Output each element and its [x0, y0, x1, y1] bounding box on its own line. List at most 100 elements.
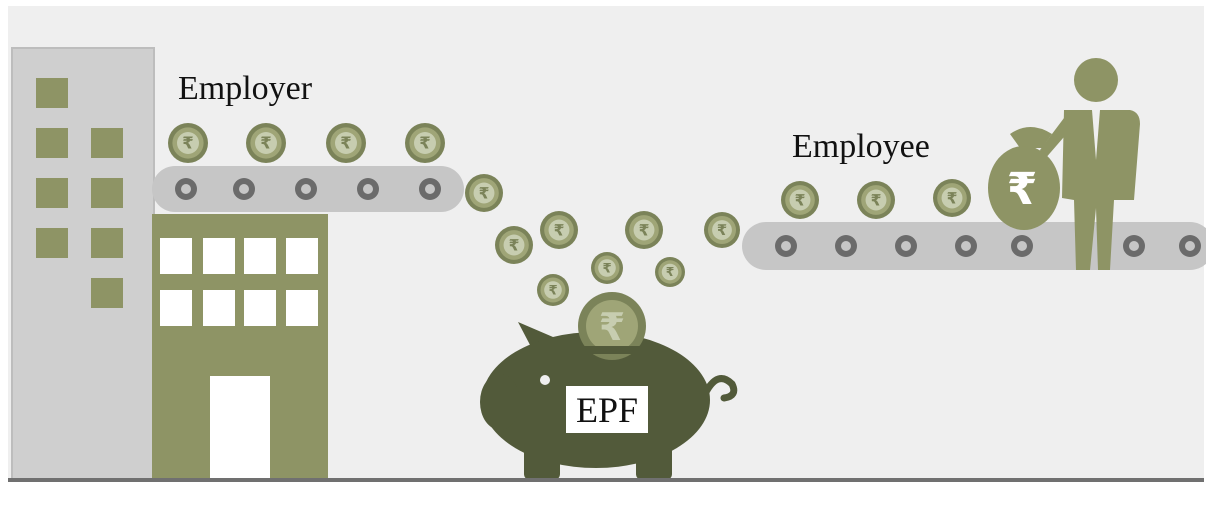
front-window — [203, 290, 235, 326]
front-window — [160, 290, 192, 326]
coin-symbol: ₹ — [182, 134, 193, 153]
coin-face — [586, 300, 638, 352]
coin-symbol: ₹ — [419, 134, 430, 153]
pig-tail — [702, 375, 738, 402]
coin-symbol: ₹ — [947, 189, 958, 207]
belt-roller-hub — [1017, 241, 1027, 251]
rupee-coin-icon: ₹ — [655, 257, 685, 287]
front-window — [244, 290, 276, 326]
coin-symbol: ₹ — [871, 191, 882, 209]
person-shirt — [1092, 110, 1100, 160]
coin-symbol: ₹ — [599, 305, 625, 349]
belt-roller-hub — [239, 184, 249, 194]
coin-inner — [941, 187, 963, 209]
coin-symbol: ₹ — [602, 261, 611, 276]
front-building — [152, 214, 328, 480]
coin-inner — [414, 132, 436, 154]
front-window — [244, 238, 276, 274]
rupee-coin-icon: ₹ — [326, 123, 366, 163]
belt-roller-hub — [901, 241, 911, 251]
pig-coin-slot — [576, 346, 648, 354]
rupee-coin-icon: ₹ — [495, 226, 533, 264]
coin-inner — [865, 189, 887, 211]
pig-leg-front — [524, 440, 560, 480]
coin-inner — [712, 220, 732, 240]
tower-body — [12, 48, 154, 480]
belt-roller-hub — [961, 241, 971, 251]
tower-window — [36, 128, 68, 158]
belt-roller-hub — [425, 184, 435, 194]
coin-symbol: ₹ — [509, 236, 520, 254]
coin-symbol: ₹ — [260, 134, 271, 153]
bag-body — [988, 146, 1060, 230]
employer-conveyor-belt — [152, 166, 464, 212]
coin-inner — [503, 234, 525, 256]
belt-roller-hub — [363, 184, 373, 194]
tower-window — [36, 228, 68, 258]
coin-symbol: ₹ — [548, 283, 557, 298]
floor-line — [8, 478, 1204, 482]
coin-symbol: ₹ — [479, 184, 490, 202]
rupee-coin-icon: ₹ — [246, 123, 286, 163]
coin-inner — [661, 263, 679, 281]
person-arm — [1040, 118, 1070, 160]
coin-symbol: ₹ — [554, 221, 565, 239]
pig-leg-back — [636, 440, 672, 480]
coin-symbol: ₹ — [795, 191, 806, 209]
rupee-coin-icon: ₹ — [704, 212, 740, 248]
rupee-coin-icon: ₹ — [625, 211, 663, 249]
coin-symbol: ₹ — [666, 265, 675, 279]
front-door — [210, 376, 270, 480]
rupee-coin-icon: ₹ — [578, 292, 646, 360]
tower-window — [91, 228, 123, 258]
employee-person-icon — [1040, 58, 1140, 270]
rupee-coin-icon: ₹ — [540, 211, 578, 249]
bag-symbol: ₹ — [1007, 164, 1038, 215]
rupee-coin-icon: ₹ — [168, 123, 208, 163]
rupee-coin-icon: ₹ — [405, 123, 445, 163]
pig-snout — [480, 374, 520, 430]
tower-window — [36, 178, 68, 208]
rupee-money-bag-icon: ₹ — [988, 127, 1060, 230]
belt-roller-hub — [781, 241, 791, 251]
rupee-coin-icon: ₹ — [933, 179, 971, 217]
rupee-coin-icon: ₹ — [591, 252, 623, 284]
pig-eye — [540, 375, 550, 385]
front-window — [160, 238, 192, 274]
tower-window — [91, 128, 123, 158]
belt-roller-hub — [301, 184, 311, 194]
coin-inner — [789, 189, 811, 211]
person-body — [1062, 110, 1140, 270]
coin-inner — [598, 259, 616, 277]
tower-window — [91, 278, 123, 308]
coin-inner — [633, 219, 655, 241]
front-window — [203, 238, 235, 274]
employee-label: Employee — [792, 128, 930, 165]
coin-symbol: ₹ — [340, 134, 351, 153]
coin-inner — [335, 132, 357, 154]
epf-label: EPF — [566, 386, 649, 433]
belt-roller-hub — [181, 184, 191, 194]
rupee-coin-icon: ₹ — [465, 174, 503, 212]
tower-window — [91, 178, 123, 208]
front-window — [286, 238, 318, 274]
coin-symbol: ₹ — [717, 222, 727, 239]
office-building-icon — [11, 47, 155, 481]
rupee-coin-icon: ₹ — [537, 274, 569, 306]
coin-inner — [548, 219, 570, 241]
belt-roller-hub — [1129, 241, 1139, 251]
person-head — [1074, 58, 1118, 102]
employee-conveyor-belt — [742, 222, 1206, 270]
rupee-coin-icon: ₹ — [781, 181, 819, 219]
bag-neck — [1010, 127, 1052, 148]
front-window — [286, 290, 318, 326]
coin-inner — [177, 132, 199, 154]
tower-window — [36, 78, 68, 108]
coin-symbol: ₹ — [639, 221, 650, 239]
rupee-coin-icon: ₹ — [857, 181, 895, 219]
coin-inner — [544, 281, 562, 299]
coin-inner — [473, 182, 495, 204]
belt-roller-hub — [1185, 241, 1195, 251]
